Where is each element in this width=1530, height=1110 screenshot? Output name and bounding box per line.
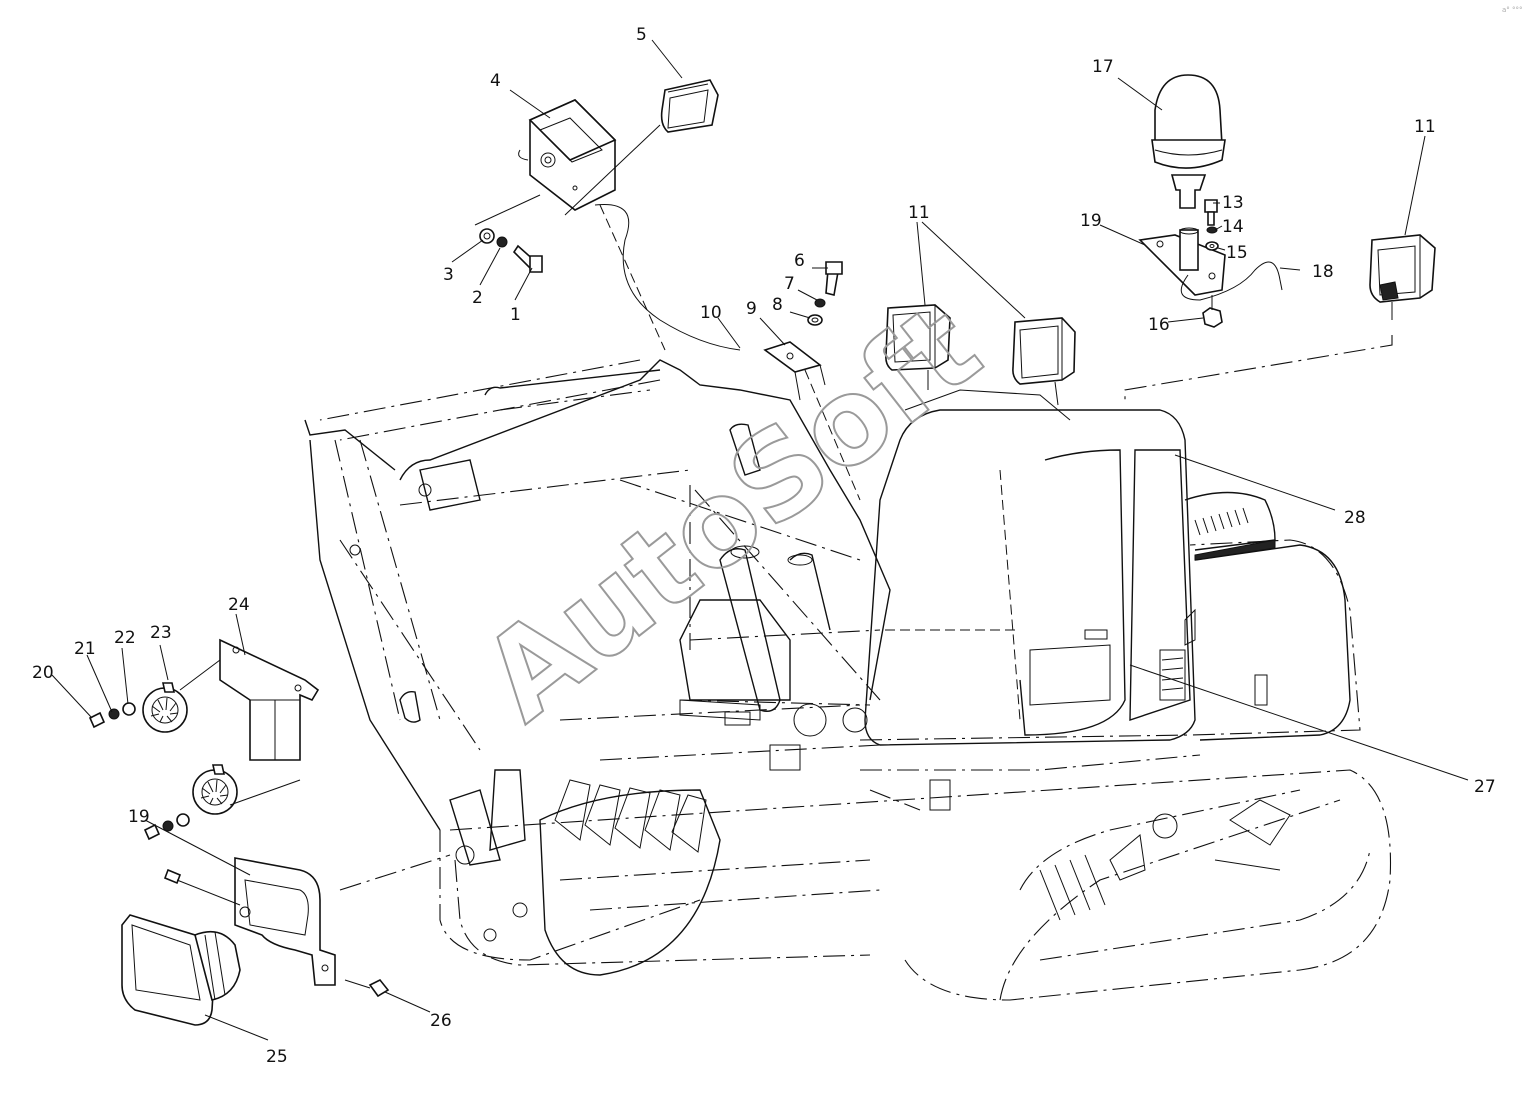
callout-3: 3	[443, 265, 454, 285]
callout-24: 24	[228, 595, 250, 615]
callout-17: 17	[1092, 57, 1114, 77]
callout-20: 20	[32, 663, 54, 683]
work-lamp-assembly-front	[474, 79, 741, 351]
beacon-assembly	[1138, 74, 1283, 328]
callout-25: 25	[266, 1047, 288, 1067]
callout-18: 18	[1312, 262, 1334, 282]
callout-5: 5	[636, 25, 647, 45]
callout-2: 2	[472, 288, 483, 308]
mounting-bracket-group	[763, 261, 861, 501]
callout-7: 7	[784, 274, 795, 294]
callout-16: 16	[1148, 315, 1170, 335]
engine-vent	[1194, 507, 1249, 536]
callout-6: 6	[794, 251, 805, 271]
bucket-teeth	[554, 779, 707, 853]
callout-1: 1	[510, 305, 521, 325]
boom-lamp-assembly	[121, 854, 451, 1026]
callout-13: 13	[1222, 193, 1244, 213]
callout-10: 10	[700, 303, 722, 323]
callout-19-beacon: 19	[1080, 211, 1102, 231]
excavator-phantom	[304, 359, 1392, 1001]
callout-leaders	[51, 39, 1469, 1041]
callout-23: 23	[150, 623, 172, 643]
callout-19-lamp: 19	[128, 807, 150, 827]
callout-numbers: 1 2 3 4 5 6 7 8 9 10 11 11 13 14 15 16 1…	[32, 25, 1496, 1067]
horn-assembly	[88, 638, 320, 841]
callout-21: 21	[74, 639, 96, 659]
callout-28: 28	[1344, 508, 1366, 528]
callout-4: 4	[490, 71, 501, 91]
callout-9: 9	[746, 299, 757, 319]
callout-8: 8	[772, 295, 783, 315]
callout-11-rear: 11	[1414, 117, 1436, 137]
callout-14: 14	[1222, 217, 1244, 237]
cab-work-lamps	[885, 234, 1436, 421]
callout-11-cab: 11	[908, 203, 930, 223]
watermark-text: AutoSoft	[457, 277, 1004, 747]
callout-27: 27	[1474, 777, 1496, 797]
callout-15: 15	[1226, 243, 1248, 263]
corner-mark: a° °°°	[1502, 6, 1523, 14]
callout-26: 26	[430, 1011, 452, 1031]
callout-22: 22	[114, 628, 136, 648]
